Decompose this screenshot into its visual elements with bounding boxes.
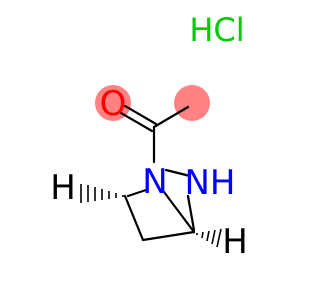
nitrogen-bridgehead-left-bond xyxy=(126,188,148,198)
nitrogen-acyl-label: N xyxy=(142,162,167,202)
oxygen-label: O xyxy=(100,84,127,124)
oxygen-highlight xyxy=(95,85,131,121)
hashed-wedge-right xyxy=(196,228,222,248)
methyl-highlight xyxy=(174,85,210,121)
molecule-structure-diagram: O N NH H H HCl xyxy=(50,11,248,262)
carbonyl-double-bond-b xyxy=(119,111,154,133)
salt-label: HCl xyxy=(189,11,244,49)
bonds xyxy=(119,104,196,242)
carbonyl-double-bond-a xyxy=(123,104,158,126)
hydrogen-right-label: H xyxy=(222,222,248,262)
nitrogen-nh-bond xyxy=(164,168,192,178)
nitrogen-bridgehead-right-bond xyxy=(162,190,196,234)
hashed-wedge-left xyxy=(80,184,124,203)
nh-bridgehead-right-bond xyxy=(186,194,196,232)
hydrogen-left-label: H xyxy=(50,168,76,208)
nitrogen-amine-label: NH xyxy=(185,163,236,203)
bridgehead-left-methylene-bond xyxy=(123,194,145,242)
methylene-bridgehead-right-bond xyxy=(141,230,196,242)
carbonyl-methyl-bond xyxy=(152,105,190,129)
